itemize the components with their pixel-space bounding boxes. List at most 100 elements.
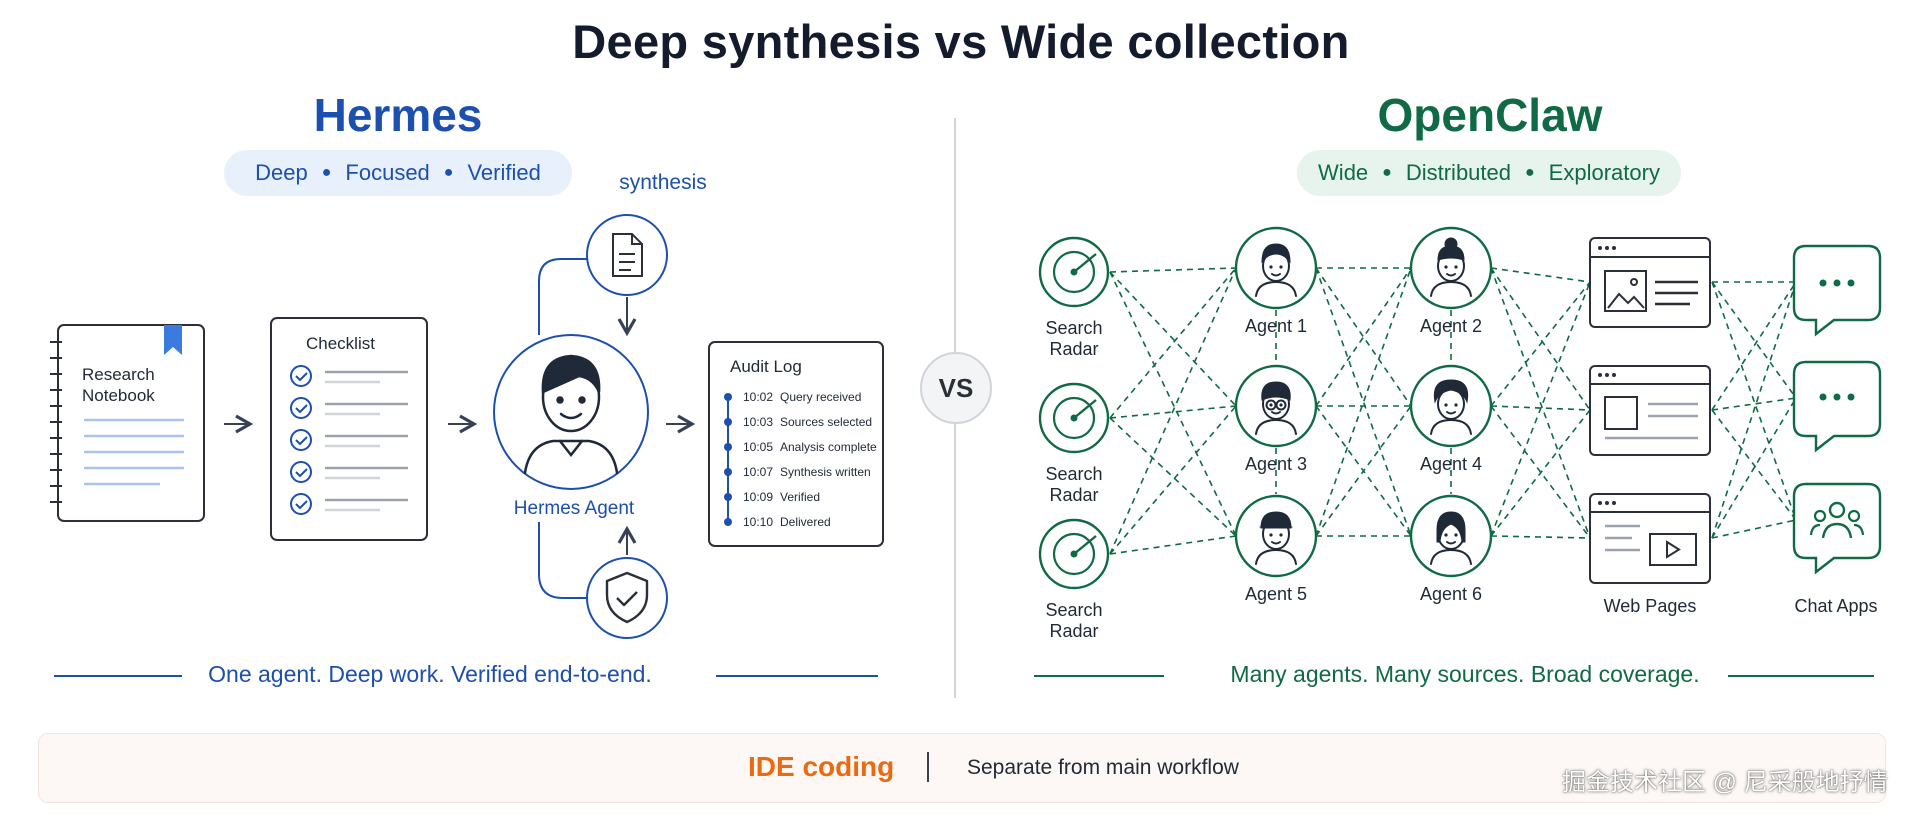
audit-time: 10:03 <box>743 415 773 429</box>
notebook-label-line1: Research <box>82 365 155 384</box>
audit-time: 10:10 <box>743 515 773 529</box>
audit-text: Sources selected <box>780 415 872 429</box>
tagline-rule <box>716 675 878 677</box>
audit-text: Analysis complete <box>780 440 877 454</box>
audit-log-title: Audit Log <box>730 357 802 376</box>
network-links <box>1109 267 1797 555</box>
web-page-image <box>1589 237 1711 328</box>
radar-label: Radar <box>1049 339 1098 359</box>
audit-entry: 10:10 Delivered <box>724 515 831 529</box>
audit-log-card: Audit Log 10:02 Query received 10:03 Source… <box>708 341 884 547</box>
bullet-dot: ● <box>1382 164 1392 181</box>
checklist-item <box>290 365 408 387</box>
person-icon <box>1255 243 1297 297</box>
radar-label: Search <box>1045 318 1102 338</box>
agent-label: Agent 1 <box>1245 316 1307 336</box>
bullet-dot: ● <box>443 164 454 181</box>
document-icon <box>612 233 643 277</box>
audit-entry: 10:05 Analysis complete <box>724 440 877 454</box>
trait-deep: Deep <box>255 160 308 185</box>
radar-icon <box>1052 250 1096 294</box>
check-icon <box>295 436 308 446</box>
checklist-item <box>290 493 408 515</box>
check-icon <box>295 404 308 414</box>
audit-text: Query received <box>780 390 861 404</box>
bullet-dot: ● <box>1525 164 1535 181</box>
openclaw-tagline: Many agents. Many sources. Broad coverag… <box>1230 661 1700 687</box>
person-icon <box>1430 379 1472 435</box>
verification-node <box>586 557 668 639</box>
trait-wide: Wide <box>1318 160 1369 185</box>
person-icon <box>1255 511 1297 565</box>
person-icon <box>1255 381 1297 435</box>
agent-node: Agent 5 <box>1234 494 1318 604</box>
person-icon <box>1430 511 1472 565</box>
web-page-text <box>1589 365 1711 456</box>
check-icon <box>295 372 308 382</box>
trait-focused: Focused <box>345 160 430 185</box>
ide-description: Separate from main workflow <box>967 756 1239 779</box>
check-icon <box>295 500 308 510</box>
hermes-title: Hermes <box>313 89 483 141</box>
hermes-agent: Hermes Agent <box>493 334 649 519</box>
checklist-item <box>290 429 408 451</box>
trait-exploratory: Exploratory <box>1548 160 1660 185</box>
audit-time: 10:07 <box>743 465 773 479</box>
agent-label: Agent 2 <box>1420 316 1482 336</box>
tagline-rule <box>54 675 182 677</box>
audit-text: Synthesis written <box>780 465 871 479</box>
audit-text: Verified <box>780 490 820 504</box>
hermes-traits-pill: Deep ● Focused ● Verified <box>224 150 572 196</box>
web-page-video <box>1589 493 1711 584</box>
checklist-item <box>290 397 408 419</box>
audit-time: 10:05 <box>743 440 773 454</box>
hermes-tagline: One agent. Deep work. Verified end-to-en… <box>208 661 652 687</box>
audit-text: Delivered <box>780 515 831 529</box>
image-icon <box>1604 270 1647 312</box>
agent-label: Agent 6 <box>1420 584 1482 604</box>
radar-icon <box>1052 532 1096 576</box>
openclaw-title: OpenClaw <box>1377 89 1603 141</box>
agent-node: Agent 1 <box>1234 226 1318 336</box>
watermark: 掘金技术社区 @ 尼采般地抒情 <box>1562 769 1888 796</box>
chat-bubble-icon <box>1792 244 1882 337</box>
agent-label: Agent 3 <box>1245 454 1307 474</box>
checklist-card: Checklist <box>270 317 428 541</box>
agent-avatar-icon <box>523 354 619 475</box>
audit-time: 10:02 <box>743 390 773 404</box>
audit-entry: 10:03 Sources selected <box>724 415 872 429</box>
synthesis-node <box>586 214 668 296</box>
checklist-item <box>290 461 408 483</box>
bullet-dot: ● <box>321 164 332 181</box>
research-notebook: Research Notebook <box>50 324 205 522</box>
shield-check-icon <box>605 571 649 624</box>
checklist-label: Checklist <box>306 334 375 353</box>
tagline-rule <box>1034 675 1164 677</box>
ide-separator <box>927 752 929 782</box>
chat-bubble-icon <box>1792 360 1882 453</box>
audit-entry: 10:09 Verified <box>724 490 820 504</box>
audit-time: 10:09 <box>743 490 773 504</box>
hermes-agent-label: Hermes Agent <box>514 498 635 519</box>
vs-badge: VS <box>920 352 992 424</box>
play-icon <box>1649 533 1697 566</box>
agent-label: Agent 4 <box>1420 454 1482 474</box>
agent-node: Agent 2 <box>1409 226 1493 336</box>
ide-coding-bar <box>38 733 1886 803</box>
agent-node: Agent 6 <box>1409 494 1493 604</box>
audit-entry: 10:02 Query received <box>724 390 861 404</box>
check-icon <box>295 468 308 478</box>
trait-verified: Verified <box>467 160 541 185</box>
chat-apps-label: Chat Apps <box>1794 596 1877 616</box>
person-icon <box>1430 237 1472 297</box>
group-chat-icon <box>1792 482 1882 575</box>
radar-label: Radar <box>1049 621 1098 641</box>
audit-entry: 10:07 Synthesis written <box>724 465 871 479</box>
openclaw-traits-pill: Wide ● Distributed ● Exploratory <box>1297 150 1681 196</box>
bookmark-icon <box>164 325 182 355</box>
notebook-spiral-icon <box>50 341 62 503</box>
